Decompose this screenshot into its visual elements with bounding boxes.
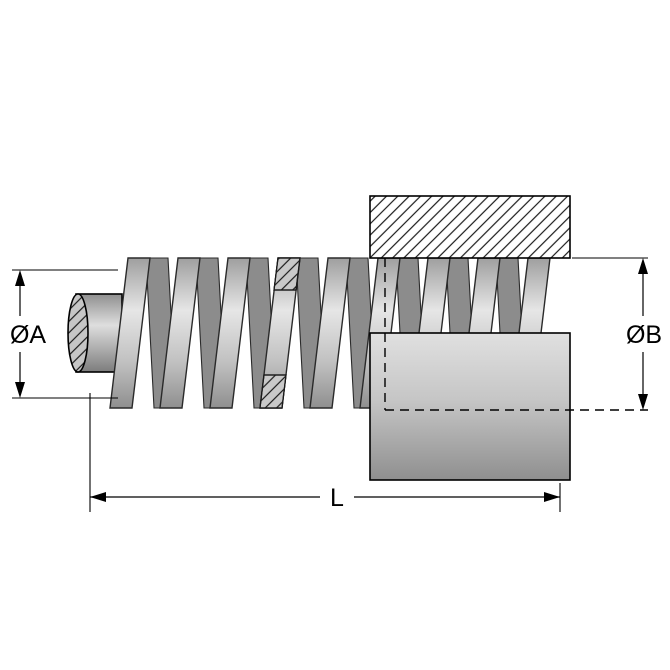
shaft-end-face-hatch xyxy=(67,293,89,373)
spring-section-patches xyxy=(259,257,301,409)
spring-coil-front xyxy=(109,257,151,409)
housing-section-hatch xyxy=(369,195,571,259)
housing-block-body xyxy=(369,332,571,481)
coil-section-hatch-bottom xyxy=(259,374,287,409)
housing-block-section xyxy=(369,195,571,259)
dia-b-arrow-up-icon xyxy=(638,258,648,274)
coil-section-hatch-top xyxy=(273,257,301,291)
dim-label-length: L xyxy=(330,484,344,512)
dimension-length: L xyxy=(89,393,561,512)
hidden-bore-edges xyxy=(384,258,648,411)
dia-b-arrow-down-icon xyxy=(638,394,648,410)
spring-coil-front xyxy=(159,257,201,409)
spring-coil-front xyxy=(209,257,251,409)
dia-a-arrow-up-icon xyxy=(15,270,25,286)
dimension-dia-a: ØA xyxy=(10,269,118,399)
length-arrow-right-icon xyxy=(544,492,560,502)
dia-a-arrow-down-icon xyxy=(15,382,25,398)
spring-coil-front xyxy=(309,257,351,409)
dimension-dia-b: ØB xyxy=(572,257,662,410)
length-arrow-left-icon xyxy=(90,492,106,502)
dim-label-dia-a: ØA xyxy=(10,321,46,349)
dim-label-dia-b: ØB xyxy=(626,321,662,349)
shaft-end xyxy=(67,293,123,373)
